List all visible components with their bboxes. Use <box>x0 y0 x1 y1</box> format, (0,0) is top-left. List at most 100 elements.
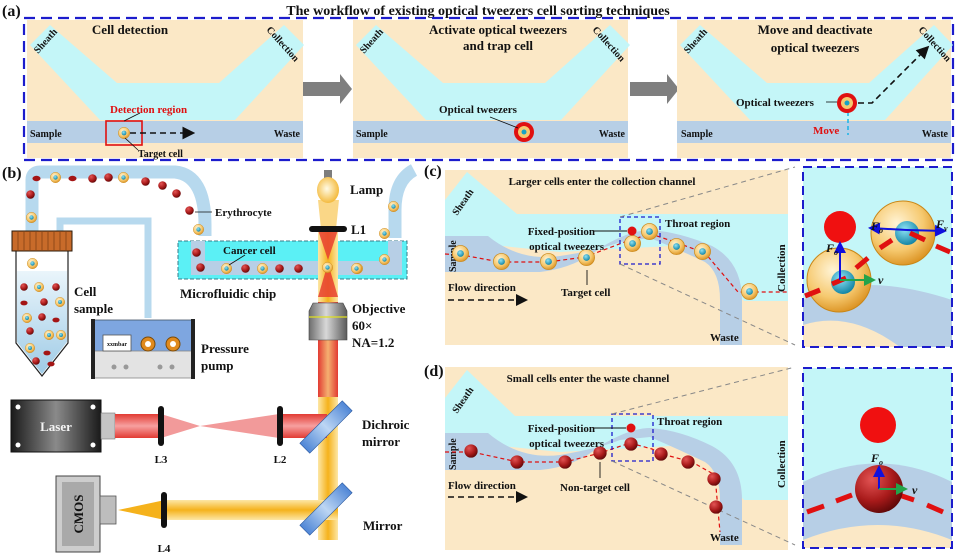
sample-label: Sample <box>448 438 459 470</box>
cancer-cell <box>55 297 65 307</box>
laser-focus-lower <box>318 263 338 297</box>
pump-button <box>169 364 175 370</box>
target-cell <box>741 283 758 300</box>
sheath-channel <box>30 25 304 120</box>
leader-line <box>123 112 141 122</box>
cancer-cell <box>44 330 54 340</box>
mirror <box>299 482 353 536</box>
sheath-channel <box>445 172 788 301</box>
non-target-cell <box>681 455 695 469</box>
laser-screw <box>15 404 21 410</box>
inlet-tubing <box>25 165 212 236</box>
erythrocyte <box>158 181 167 190</box>
step-title: Cell detection <box>92 22 169 37</box>
zoom-guide-line <box>611 460 796 546</box>
panel-d-inset: Fo v <box>802 367 953 549</box>
cell-sample-label-1: Cell <box>74 284 97 299</box>
pump-side <box>191 319 195 379</box>
panel-a-frame <box>22 16 955 162</box>
laser-focus-upper <box>318 230 338 260</box>
sheath-channel <box>356 25 630 120</box>
panel-d-tag: (d) <box>424 363 444 380</box>
pressure-pump-label-1: Pressure <box>201 341 249 356</box>
erythrocyte <box>26 190 35 199</box>
cancer-cell <box>118 172 129 183</box>
target-cell <box>641 223 658 240</box>
pump-display-text: xxmbar <box>107 342 127 348</box>
cancer-cell <box>50 172 61 183</box>
step-title-line-2: and trap cell <box>463 38 533 53</box>
zoom-guide-line <box>611 366 796 415</box>
erythrocyte <box>88 174 97 183</box>
erythrocyte <box>185 206 194 215</box>
step-arrow-icon <box>630 74 679 104</box>
knob-center <box>170 341 176 347</box>
target-cell <box>540 253 557 270</box>
throat-region-label: Throat region <box>657 416 722 428</box>
leader-line <box>228 254 246 266</box>
lamp-icon <box>317 177 339 203</box>
inset-chip-wall <box>803 525 952 548</box>
lens-l3 <box>158 406 164 446</box>
laser-screw <box>90 404 96 410</box>
mirror-label: Mirror <box>363 518 403 533</box>
step-cell-detection: Cell detection Sheath Collection Sample … <box>27 20 304 160</box>
cancer-cell <box>25 343 35 353</box>
tweezers-label-1: Fixed-position <box>528 226 595 238</box>
dichroic-label-2: mirror <box>362 434 400 449</box>
erythrocyte <box>241 264 250 273</box>
cancer-cell <box>221 263 232 274</box>
non-target-cell-label: Non-target cell <box>560 482 630 494</box>
objective-lens <box>308 302 348 341</box>
l1-label: L1 <box>351 222 366 237</box>
non-target-cell <box>709 500 723 514</box>
sheath-channel <box>680 25 953 120</box>
flow-direction-label: Flow direction <box>448 480 516 492</box>
pump-button <box>111 364 117 370</box>
force-subscript: o <box>834 248 838 257</box>
throat-region-box <box>611 413 654 462</box>
objective-label-1: Objective <box>352 301 406 316</box>
waste-label: Waste <box>710 532 739 544</box>
step-title-line-2: optical tweezers <box>771 40 859 55</box>
target-cell <box>694 243 711 260</box>
cancer-cell <box>351 263 362 274</box>
erythrocyte <box>172 189 181 198</box>
sample-label: Sample <box>681 129 713 140</box>
laser-label: Laser <box>40 419 72 434</box>
microfluidic-chip-label: Microfluidic chip <box>180 286 276 301</box>
panel-c-title: Larger cells enter the collection channe… <box>509 176 696 188</box>
zoom-guide-line <box>619 166 796 218</box>
cell-nucleus <box>895 221 919 245</box>
erythrocyte <box>104 173 113 182</box>
cmos-face <box>62 482 94 546</box>
force-o-label: Fo <box>825 241 838 257</box>
force-symbol: F <box>935 217 944 231</box>
optical-tweezers-label: Optical tweezers <box>439 104 518 116</box>
lamp-socket <box>324 170 332 180</box>
erythrocyte <box>192 248 201 257</box>
cell-nucleus <box>844 100 850 106</box>
leader-line <box>124 137 139 151</box>
panel-b-setup: (b) <box>2 164 418 555</box>
cell-sample-tube <box>11 230 73 377</box>
figure-title: The workflow of existing optical tweezer… <box>286 4 670 19</box>
pressure-pump-label-2: pump <box>201 358 234 373</box>
fixed-optical-tweezers <box>626 423 636 433</box>
target-cell-label: Target cell <box>561 287 610 299</box>
optical-force-arrow <box>868 222 908 235</box>
inset-frame <box>802 166 953 348</box>
laser-beam-diverge <box>200 414 279 438</box>
throat-region-label: Throat region <box>665 218 730 230</box>
sample-label: Sample <box>30 129 62 140</box>
fixed-optical-tweezers <box>627 226 637 236</box>
erythrocyte <box>43 350 51 356</box>
tweezers-label-2: optical tweezers <box>529 241 605 253</box>
panel-c-inset: Fo Fo Fv v <box>802 166 953 348</box>
laser-beam <box>115 414 161 438</box>
collection-label: Collection <box>776 244 788 292</box>
waste-label: Waste <box>274 129 301 140</box>
objective-label-2: 60× <box>352 318 372 333</box>
force-symbol: F <box>870 219 879 233</box>
cell-trajectory <box>445 442 721 533</box>
